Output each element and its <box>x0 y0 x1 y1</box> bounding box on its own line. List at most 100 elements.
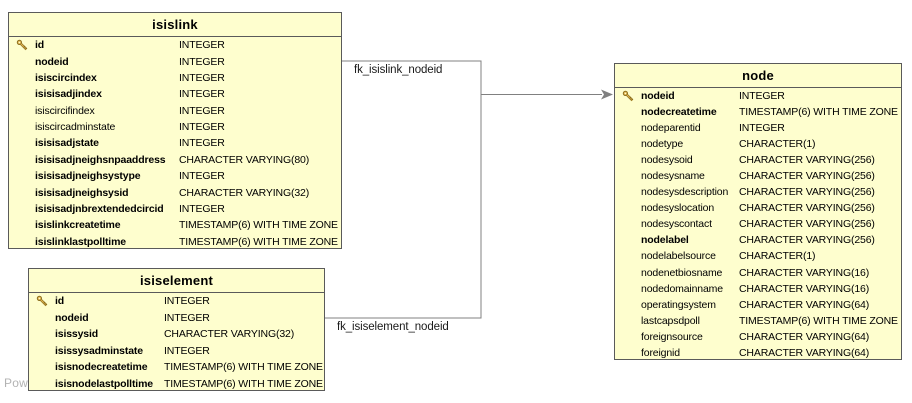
column-name: isisisadjindex <box>35 88 102 101</box>
column-name: isisnodecreatetime <box>55 361 148 374</box>
key-icon-placeholder <box>615 200 641 216</box>
key-icon-placeholder <box>9 53 35 69</box>
column-type: CHARACTER VARYING(64) <box>739 330 870 343</box>
column-name: operatingsystem <box>641 298 716 311</box>
key-icon-placeholder <box>29 376 55 393</box>
primary-key-icon <box>9 37 35 53</box>
column-type: CHARACTER(1) <box>739 250 816 263</box>
fk-label-isiselement-nodeid: fk_isiselement_nodeid <box>337 321 449 333</box>
key-icon-placeholder <box>9 86 35 102</box>
column-name: nodeid <box>35 55 69 68</box>
key-icon-placeholder <box>29 359 55 376</box>
key-icon-placeholder <box>615 329 641 345</box>
column-type: INTEGER <box>179 104 225 117</box>
column-type: TIMESTAMP(6) WITH TIME ZONE <box>739 106 898 119</box>
fk-connector-line <box>325 60 482 319</box>
key-icon-placeholder <box>9 70 35 86</box>
table-row: foreignsource CHARACTER VARYING(64) <box>615 329 901 345</box>
column-type: CHARACTER VARYING(256) <box>739 234 875 247</box>
key-icon-placeholder <box>615 281 641 297</box>
column-type: CHARACTER VARYING(64) <box>739 298 870 311</box>
column-type: INTEGER <box>179 39 225 52</box>
table-row: isisisadjindex INTEGER <box>9 86 341 102</box>
column-type: INTEGER <box>739 90 785 103</box>
key-icon-placeholder <box>615 297 641 313</box>
column-type: INTEGER <box>179 121 225 134</box>
column-type: CHARACTER VARYING(256) <box>739 218 875 231</box>
column-name: isisisadjnbrextendedcircid <box>35 202 164 215</box>
table-row: nodeparentid INTEGER <box>615 120 901 136</box>
key-icon-placeholder <box>615 120 641 136</box>
column-type: CHARACTER(1) <box>739 138 816 151</box>
table-row: operatingsystem CHARACTER VARYING(64) <box>615 297 901 313</box>
column-name: isisisadjneighsysid <box>35 186 129 199</box>
table-row: isiscircifindex INTEGER <box>9 103 341 119</box>
key-icon-placeholder <box>615 345 641 361</box>
column-type: INTEGER <box>179 202 225 215</box>
column-type: INTEGER <box>164 311 210 324</box>
column-type: INTEGER <box>739 122 785 135</box>
table-title: isiselement <box>29 269 324 293</box>
column-name: id <box>55 295 65 308</box>
column-name: isiscircindex <box>35 71 97 84</box>
key-icon-placeholder <box>9 168 35 184</box>
column-name: id <box>35 39 45 52</box>
key-icon-placeholder <box>9 152 35 168</box>
column-name: isisisadjneighsnpaaddress <box>35 153 166 166</box>
key-icon-placeholder <box>9 201 35 217</box>
column-name: nodedomainname <box>641 282 723 295</box>
fk-label-isislink-nodeid: fk_isislink_nodeid <box>354 64 443 76</box>
key-icon-placeholder <box>9 184 35 200</box>
column-type: INTEGER <box>164 344 210 357</box>
column-name: isiscircifindex <box>35 104 95 117</box>
key-icon-placeholder <box>615 216 641 232</box>
primary-key-icon <box>29 293 55 310</box>
column-name: nodelabelsource <box>641 250 716 263</box>
column-type: INTEGER <box>179 170 225 183</box>
column-name: nodecreatetime <box>641 106 717 119</box>
column-name: nodetype <box>641 138 684 151</box>
column-type: INTEGER <box>179 71 225 84</box>
column-type: INTEGER <box>179 88 225 101</box>
column-name: foreignid <box>641 346 680 359</box>
key-icon-placeholder <box>615 232 641 248</box>
key-icon-placeholder <box>9 119 35 135</box>
column-name: isissysid <box>55 328 99 341</box>
column-name: foreignsource <box>641 330 703 343</box>
column-type: TIMESTAMP(6) WITH TIME ZONE <box>164 377 323 390</box>
key-icon-placeholder <box>9 103 35 119</box>
column-name: nodeparentid <box>641 122 701 135</box>
key-icon-placeholder <box>615 184 641 200</box>
column-type: INTEGER <box>179 137 225 150</box>
column-name: nodenetbiosname <box>641 266 723 279</box>
column-type: INTEGER <box>164 295 210 308</box>
column-name: nodeid <box>55 311 89 324</box>
table-row: nodetype CHARACTER(1) <box>615 136 901 152</box>
key-icon-placeholder <box>9 135 35 151</box>
key-icon-placeholder <box>615 168 641 184</box>
column-name: isisnodelastpolltime <box>55 377 153 390</box>
table-row: isisisadjnbrextendedcircid INTEGER <box>9 201 341 217</box>
column-name: isisisadjstate <box>35 137 99 150</box>
table-row: isiscircindex INTEGER <box>9 70 341 86</box>
